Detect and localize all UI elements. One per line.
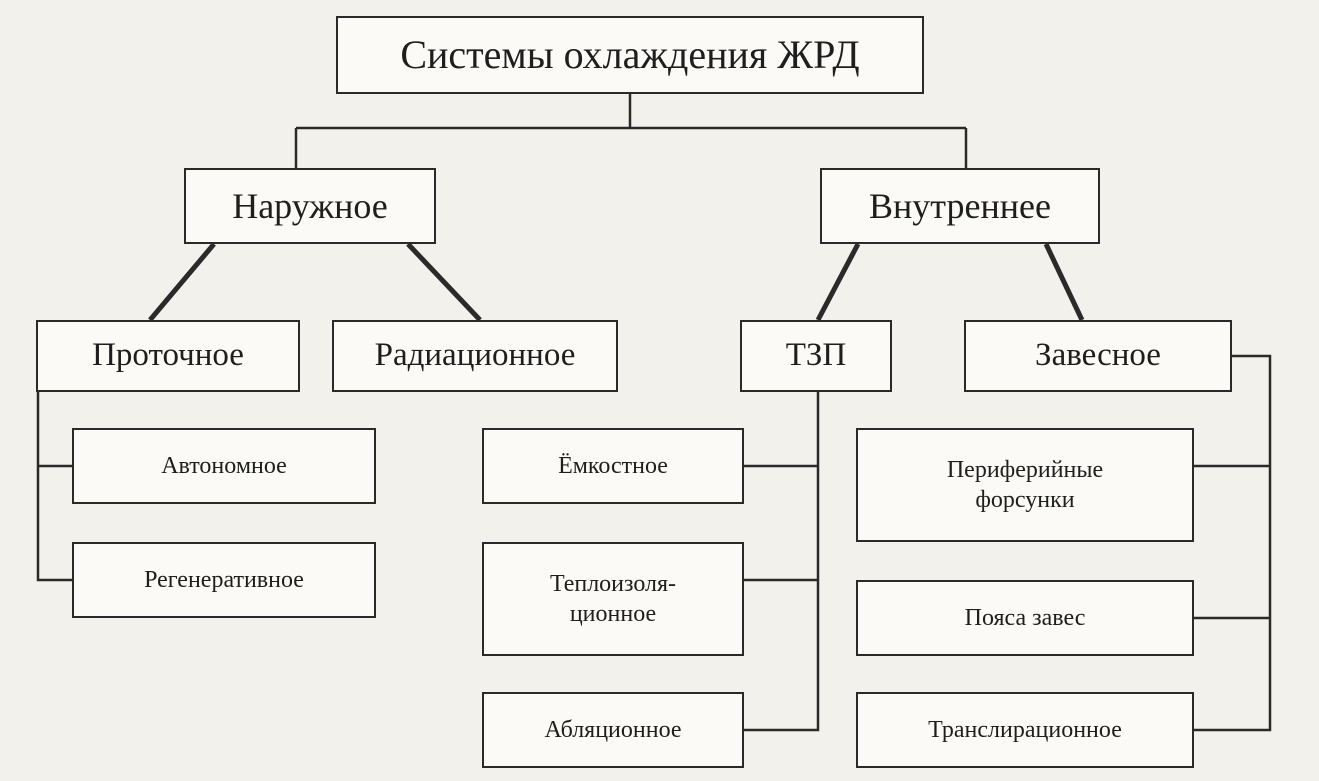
peripheral-injectors-node: Периферийные форсунки	[856, 428, 1194, 542]
heat-insulating-node: Теплоизоля- ционное	[482, 542, 744, 656]
external-node: Наружное	[184, 168, 436, 244]
connector-internal-tzp	[815, 242, 861, 322]
connector-external-radiation	[406, 242, 482, 322]
connector-internal-curtain	[1043, 242, 1085, 322]
root-node: Системы охлаждения ЖРД	[336, 16, 924, 94]
flow-node: Проточное	[36, 320, 300, 392]
autonomous-node: Автономное	[72, 428, 376, 504]
ablative-node: Абляционное	[482, 692, 744, 768]
connector-curtain-bracket	[1194, 354, 1272, 732]
internal-node: Внутреннее	[820, 168, 1100, 244]
connector-external-flow	[148, 242, 216, 322]
connector-flow-bracket	[36, 392, 72, 582]
regenerative-node: Регенеративное	[72, 542, 376, 618]
connector-tzp-bracket	[744, 392, 820, 732]
curtain-belts-node: Пояса завес	[856, 580, 1194, 656]
tzp-node: ТЗП	[740, 320, 892, 392]
curtain-node: Завесное	[964, 320, 1232, 392]
radiation-node: Радиационное	[332, 320, 618, 392]
capacitive-node: Ёмкостное	[482, 428, 744, 504]
transpiration-node: Транслирационное	[856, 692, 1194, 768]
